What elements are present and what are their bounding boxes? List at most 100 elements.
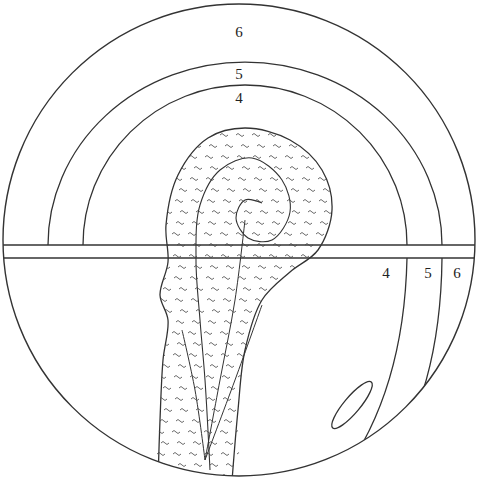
texture-mark [285, 354, 293, 357]
texture-mark [227, 288, 235, 291]
zone-number: 5 [423, 266, 433, 281]
texture-mark [242, 464, 250, 467]
texture-mark [304, 420, 312, 423]
texture-mark [239, 398, 247, 401]
texture-mark [244, 211, 252, 214]
texture-mark [189, 453, 197, 456]
texture-mark [300, 332, 308, 335]
zone-arc [48, 62, 442, 245]
organism-outline [158, 128, 332, 481]
dish-outline [3, 4, 475, 476]
texture-mark [156, 431, 164, 434]
texture-mark [303, 398, 311, 401]
texture-mark [307, 387, 315, 390]
organism-drawing [156, 128, 332, 481]
texture-mark [179, 387, 187, 390]
texture-mark [220, 134, 228, 137]
texture-mark [288, 420, 296, 423]
texture-mark [228, 310, 236, 313]
zone-number: 5 [234, 67, 244, 82]
texture-mark [270, 376, 278, 379]
texture-mark [210, 266, 218, 269]
texture-mark [204, 431, 212, 434]
texture-mark [242, 365, 250, 368]
texture-mark [270, 277, 278, 280]
texture-mark [275, 288, 283, 291]
texture-mark [196, 409, 204, 412]
organism-vein [205, 220, 245, 460]
texture-mark [180, 310, 188, 313]
texture-mark [307, 288, 315, 291]
texture-mark [178, 266, 186, 269]
texture-mark [161, 145, 169, 148]
divider-line [0, 244, 478, 245]
texture-mark [177, 145, 185, 148]
texture-mark [290, 464, 298, 467]
texture-mark [316, 431, 324, 434]
texture-mark [191, 200, 199, 203]
texture-mark [323, 288, 331, 291]
texture-mark [195, 288, 203, 291]
texture-mark [318, 277, 326, 280]
texture-mark [272, 321, 280, 324]
texture-mark [188, 431, 196, 434]
texture-mark [237, 255, 245, 258]
texture-mark [300, 134, 308, 137]
texture-mark [260, 310, 268, 313]
texture-mark [317, 156, 325, 159]
texture-mark [269, 255, 277, 258]
texture-mark [271, 200, 279, 203]
texture-mark [236, 431, 244, 434]
texture-mark [301, 354, 309, 357]
zone-arc [338, 258, 407, 481]
texture-mark [256, 222, 264, 225]
texture-mark [226, 365, 234, 368]
texture-mark [324, 409, 332, 412]
texture-mark [210, 167, 218, 170]
texture-mark [204, 233, 212, 236]
texture-mark [223, 398, 231, 401]
texture-mark [316, 134, 324, 137]
texture-mark [276, 310, 284, 313]
texture-mark [243, 189, 251, 192]
texture-mark [255, 299, 263, 302]
texture-mark [285, 255, 293, 258]
texture-mark [222, 178, 230, 181]
texture-mark [239, 200, 247, 203]
texture-mark [257, 145, 265, 148]
texture-mark [225, 442, 233, 445]
texture-mark [241, 244, 249, 247]
texture-mark [172, 233, 180, 236]
texture-mark [241, 442, 249, 445]
texture-mark [179, 288, 187, 291]
texture-mark [324, 211, 332, 214]
texture-mark [321, 244, 329, 247]
texture-mark [206, 277, 214, 280]
texture-mark [177, 343, 185, 346]
texture-mark [194, 266, 202, 269]
texture-mark [196, 211, 204, 214]
texture-mark [319, 200, 327, 203]
texture-mark [255, 200, 263, 203]
needle-tool [327, 377, 378, 433]
texture-mark [204, 332, 212, 335]
texture-mark [269, 156, 277, 159]
texture-mark [192, 420, 200, 423]
texture-mark [228, 409, 236, 412]
texture-mark [323, 189, 331, 192]
texture-mark [194, 464, 202, 467]
texture-mark [237, 354, 245, 357]
texture-mark [287, 200, 295, 203]
texture-mark [292, 310, 300, 313]
texture-mark [255, 398, 263, 401]
texture-mark [320, 222, 328, 225]
texture-mark [306, 365, 314, 368]
texture-mark [193, 343, 201, 346]
texture-mark [157, 354, 165, 357]
texture-mark [302, 178, 310, 181]
texture-mark [194, 365, 202, 368]
texture-mark [322, 365, 330, 368]
texture-mark [275, 387, 283, 390]
texture-mark [320, 420, 328, 423]
